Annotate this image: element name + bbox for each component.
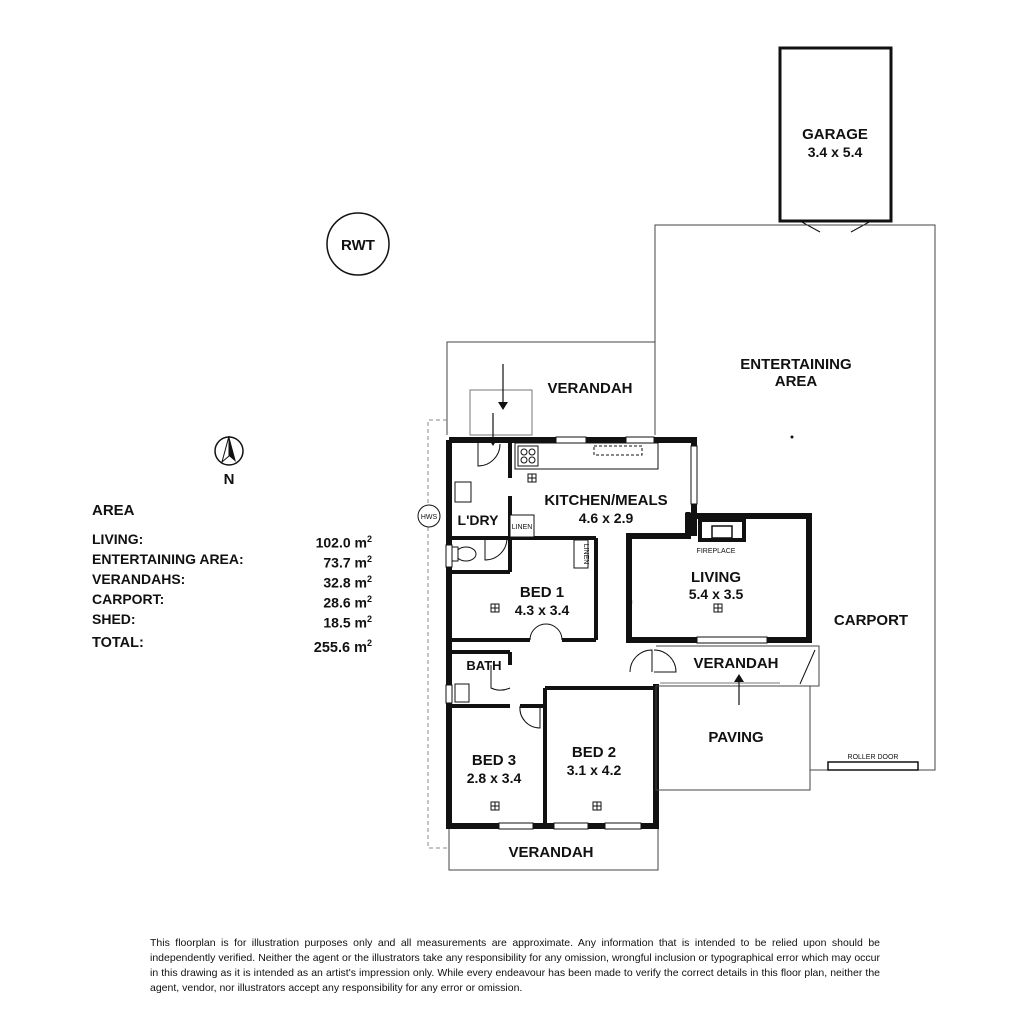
entertaining-area-outline — [654, 224, 936, 771]
bed1-label: BED 1 — [520, 584, 564, 601]
bed1-dims: 4.3 x 3.4 — [515, 602, 570, 618]
carport-label: CARPORT — [834, 612, 908, 629]
paving-outline — [655, 686, 811, 791]
service-dashed-line — [427, 419, 447, 849]
area-row-label: SHED: — [92, 611, 136, 627]
door-swings — [477, 443, 677, 729]
paving-label: PAVING — [708, 729, 763, 746]
fireplace-inner — [711, 525, 733, 539]
rwt-icon — [326, 212, 390, 276]
bath-label: BATH — [466, 658, 501, 673]
bed3-label: BED 3 — [472, 752, 516, 769]
fireplace-label: FIREPLACE — [697, 548, 736, 555]
bed2-label: BED 2 — [572, 744, 616, 761]
area-row-value: 18.5 m2 — [323, 614, 372, 631]
bed2-dims: 3.1 x 4.2 — [567, 762, 622, 778]
laundry-label: L'DRY — [458, 512, 500, 528]
linen-cupboard-1 — [509, 514, 535, 538]
area-row-label: LIVING: — [92, 531, 144, 547]
area-total-value: 255.6 m2 — [313, 638, 372, 656]
area-row-label: VERANDAHS: — [92, 571, 186, 587]
entertaining-label-1: ENTERTAINING — [740, 356, 851, 373]
area-row: CARPORT: 28.6 m2 — [92, 589, 372, 611]
area-rows: LIVING: 102.0 m2 ENTERTAINING AREA: 73.7 m2… — [92, 529, 372, 631]
laundry-step — [469, 389, 533, 436]
ceiling-light-icons — [490, 473, 723, 811]
kitchen-sink-icon — [593, 445, 643, 456]
compass-label: N — [224, 471, 235, 488]
garage-label: GARAGE — [802, 126, 868, 143]
entry-arrowhead-north — [498, 402, 508, 410]
area-total-label: TOTAL: — [92, 635, 144, 651]
internal-walls — [449, 440, 656, 826]
garage-dims: 3.4 x 5.4 — [808, 144, 863, 160]
verandah-mid-outline — [656, 645, 820, 687]
area-row-value: 73.7 m2 — [323, 554, 372, 571]
kitchen-label: KITCHEN/MEALS — [544, 492, 667, 509]
hws-label: HWS — [421, 514, 438, 521]
compass-icon — [214, 435, 244, 466]
cooktop-icon — [517, 445, 539, 467]
verandah-north-outline — [446, 341, 656, 435]
living-walls — [626, 513, 812, 643]
kitchen-dims: 4.6 x 2.9 — [579, 510, 634, 526]
area-row: LIVING: 102.0 m2 — [92, 529, 372, 551]
toilet-cistern — [451, 546, 459, 562]
living-dims: 5.4 x 3.5 — [689, 586, 744, 602]
linen-label-1: LINEN — [512, 524, 533, 531]
area-title: AREA — [92, 502, 135, 519]
bath-vanity-icon — [454, 683, 470, 703]
entertaining-post — [790, 435, 794, 439]
area-row: SHED: 18.5 m2 — [92, 609, 372, 631]
area-row-value: 28.6 m2 — [323, 594, 372, 611]
kitchen-bench — [514, 442, 659, 470]
rwt-label: RWT — [341, 237, 375, 254]
garage-door-right — [850, 220, 872, 233]
garage-door-left — [799, 220, 821, 233]
bed3-dims: 2.8 x 3.4 — [467, 770, 522, 786]
entry-arrowhead-east — [734, 674, 744, 682]
area-table: AREA LIVING: 102.0 m2 ENTERTAINING AREA: 73… — [92, 502, 372, 656]
area-row-label: ENTERTAINING AREA: — [92, 551, 244, 567]
entertaining-label-2: AREA — [775, 373, 818, 390]
verandah-mid-door — [799, 649, 816, 685]
verandah-south-outline — [448, 829, 659, 871]
toilet-icon — [455, 546, 477, 562]
hws-icon — [417, 504, 441, 528]
verandah-mid-label: VERANDAH — [693, 655, 778, 672]
laundry-tub-icon — [454, 481, 472, 503]
garage-outline — [778, 46, 893, 223]
roller-door-label: ROLLER DOOR — [848, 754, 899, 761]
area-row-label: CARPORT: — [92, 591, 165, 607]
linen-cupboard-2 — [573, 539, 589, 569]
area-row: ENTERTAINING AREA: 73.7 m2 — [92, 549, 372, 571]
windows — [445, 436, 768, 830]
area-row: VERANDAHS: 32.8 m2 — [92, 569, 372, 591]
verandah-north-label: VERANDAH — [547, 380, 632, 397]
area-total-row: TOTAL: 255.6 m2 — [92, 633, 372, 656]
cooktop-burners — [520, 448, 536, 464]
disclaimer-text: This floorplan is for illustration purpo… — [150, 937, 880, 994]
verandah-south-label: VERANDAH — [508, 844, 593, 861]
area-row-value: 32.8 m2 — [323, 574, 372, 591]
area-row-value: 102.0 m2 — [315, 534, 372, 551]
roller-door — [827, 761, 919, 771]
living-label: LIVING — [691, 569, 741, 586]
linen-label-2: LINEN — [582, 544, 589, 565]
